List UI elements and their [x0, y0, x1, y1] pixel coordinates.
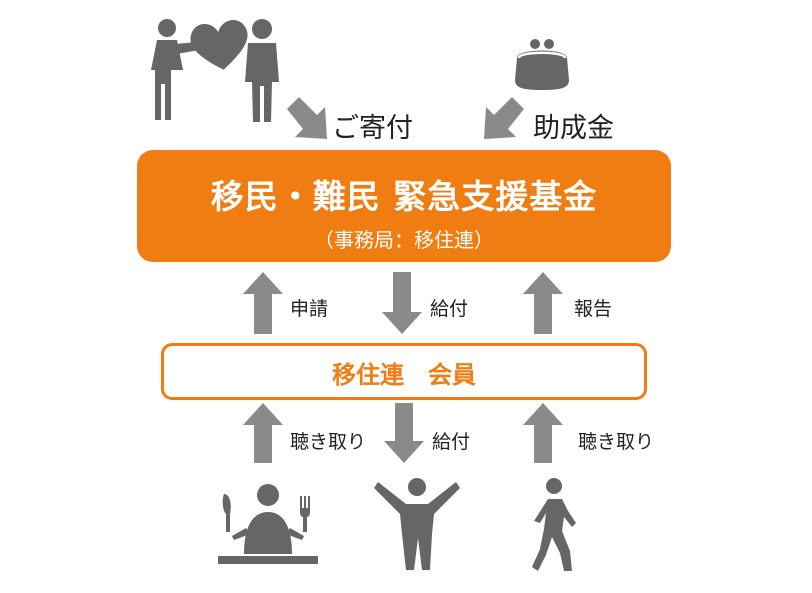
diner-person-icon [218, 484, 318, 564]
arrow-apply-up [243, 272, 283, 334]
hearing-label-right: 聴き取り [578, 431, 655, 453]
coin-purse-icon [515, 39, 569, 90]
arrow-hearing-left-up [243, 403, 283, 463]
arrow-grant-down [484, 97, 524, 139]
report-label: 報告 [574, 298, 613, 320]
arrow-donation-down [287, 97, 327, 139]
donors-heart-icon [151, 19, 279, 122]
arrow-payment-bottom-down [384, 403, 424, 463]
grant-label: 助成金 [533, 113, 614, 144]
fund-subtitle: （事務局：移住連） [314, 228, 494, 252]
payment-label-middle: 給付 [430, 298, 469, 320]
apply-label: 申請 [290, 298, 329, 320]
arrow-report-up [523, 272, 563, 334]
member-label: 移住連 会員 [332, 361, 476, 389]
fund-title: 移民・難民 緊急支援基金 [210, 177, 598, 216]
member-box: 移住連 会員 [161, 343, 647, 400]
walking-person-icon [532, 478, 576, 571]
emergency-fund-box: 移民・難民 緊急支援基金 （事務局：移住連） [137, 150, 671, 262]
hearing-label-left: 聴き取り [290, 431, 367, 453]
cheering-person-icon [374, 478, 460, 570]
payment-label-bottom: 給付 [432, 431, 471, 453]
arrow-payment-down [382, 272, 422, 334]
arrow-hearing-right-up [523, 403, 563, 463]
donation-label: ご寄付 [332, 113, 413, 144]
